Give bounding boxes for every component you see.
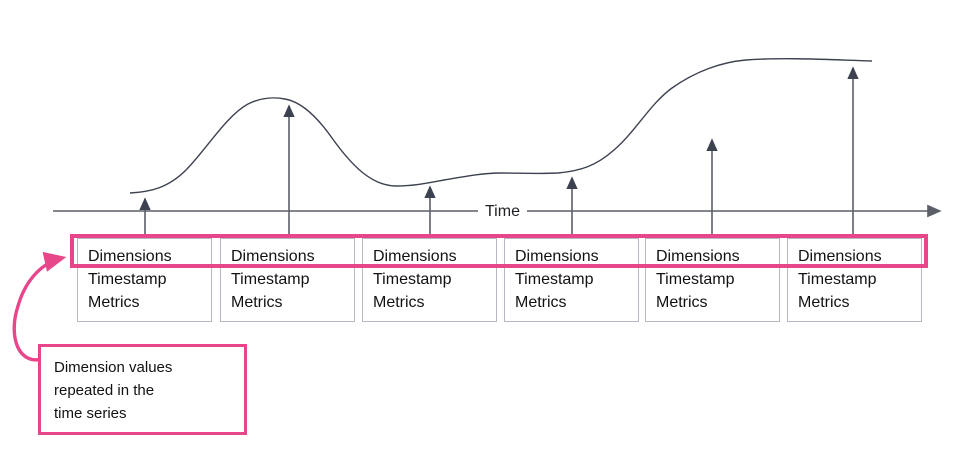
record-field-dimensions: Dimensions	[515, 248, 599, 265]
record-field-metrics: Metrics	[515, 294, 567, 311]
record-field-timestamp: Timestamp	[515, 271, 594, 288]
callout-line-2: repeated in the	[54, 382, 155, 399]
metric-time-series-curve	[129, 58, 873, 194]
dimension-values-callout: Dimension values repeated in the time se…	[38, 344, 247, 435]
record-field-metrics: Metrics	[656, 294, 708, 311]
record-field-dimensions: Dimensions	[88, 248, 172, 265]
time-axis-label: Time	[478, 203, 527, 221]
record-field-timestamp: Timestamp	[656, 271, 735, 288]
connector-arrow-group	[139, 66, 859, 238]
record-field-dimensions: Dimensions	[231, 248, 315, 265]
record-field-dimensions: Dimensions	[798, 248, 882, 265]
record-field-dimensions: Dimensions	[656, 248, 740, 265]
record-field-dimensions: Dimensions	[373, 248, 457, 265]
record-field-timestamp: Timestamp	[231, 271, 310, 288]
record-field-metrics: Metrics	[231, 294, 283, 311]
record-field-timestamp: Timestamp	[373, 271, 452, 288]
record-field-timestamp: Timestamp	[798, 271, 877, 288]
callout-line-3: time series	[54, 405, 127, 422]
record-field-metrics: Metrics	[88, 294, 140, 311]
callout-pointer-curve	[12, 251, 67, 362]
callout-line-1: Dimension values	[54, 359, 173, 376]
record-field-timestamp: Timestamp	[88, 271, 167, 288]
record-field-metrics: Metrics	[373, 294, 425, 311]
record-field-metrics: Metrics	[798, 294, 850, 311]
